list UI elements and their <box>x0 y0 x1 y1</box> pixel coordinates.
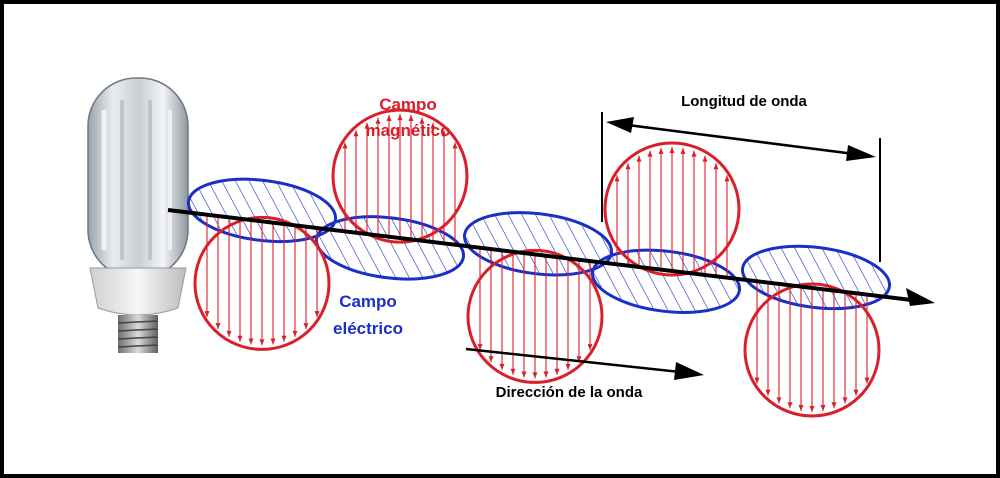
propagation-axis <box>167 208 929 304</box>
vector-arrowhead <box>353 130 359 137</box>
vector-arrowhead <box>647 150 653 157</box>
vector-arrowhead <box>314 311 320 318</box>
vector-arrowhead <box>658 147 664 154</box>
vector-arrowhead <box>691 150 697 157</box>
vector-arrowhead <box>430 122 436 129</box>
vector-arrowhead <box>452 142 458 149</box>
vector-arrowhead <box>259 339 265 346</box>
vector-arrowhead <box>510 368 516 375</box>
vector-arrowhead <box>625 163 631 170</box>
vector-arrowhead <box>375 117 381 124</box>
vector-arrowhead <box>499 363 505 370</box>
vector-arrowhead <box>702 155 708 162</box>
vector-arrowhead <box>842 397 848 404</box>
magnetic-lobe <box>603 141 741 278</box>
wavelength-label: Longitud de onda <box>681 93 807 110</box>
wavelength-indicator <box>601 112 881 262</box>
vector-arrowhead <box>724 175 730 182</box>
electric-field-label-1: Campo <box>339 292 397 311</box>
magnetic-field-label-2: magnético <box>365 121 450 140</box>
vector-arrowhead <box>776 397 782 404</box>
vector-arrowhead <box>488 356 494 363</box>
vector-arrowhead <box>680 147 686 154</box>
vector-arrowhead <box>386 114 392 121</box>
vector-arrowhead <box>614 175 620 182</box>
magnetic-lobe <box>743 281 881 418</box>
vector-arrowhead <box>521 371 527 378</box>
vector-arrowhead <box>809 405 815 412</box>
vector-arrowhead <box>636 155 642 162</box>
electric-field-wave <box>186 177 892 314</box>
vector-arrowhead <box>270 338 276 345</box>
vector-arrowhead <box>587 344 593 351</box>
vector-arrowhead <box>397 114 403 121</box>
vector-arrowhead <box>831 402 837 409</box>
vector-arrowhead <box>554 368 560 375</box>
vector-arrowhead <box>532 372 538 379</box>
axis-arrowhead <box>906 288 935 306</box>
vector-arrowhead <box>565 363 571 370</box>
magnetic-field-wave <box>193 108 881 418</box>
vector-arrowhead <box>864 377 870 384</box>
vector-arrowhead <box>408 114 414 121</box>
vector-arrowhead <box>669 147 675 154</box>
direction-label: Dirección de la onda <box>496 384 643 401</box>
vector-arrowhead <box>576 356 582 363</box>
direction-arrow <box>465 347 704 380</box>
magnetic-lobe <box>331 108 469 245</box>
vector-arrowhead <box>543 371 549 378</box>
vector-arrowhead <box>281 335 287 342</box>
magnetic-lobe <box>193 214 331 351</box>
vector-arrowhead <box>798 405 804 412</box>
electric-field-label-2: eléctrico <box>333 319 403 338</box>
vector-arrowhead <box>441 130 447 137</box>
vector-arrowhead <box>204 311 210 318</box>
vector-arrowhead <box>787 402 793 409</box>
vector-arrowhead <box>820 405 826 412</box>
vector-arrowhead <box>754 377 760 384</box>
magnetic-field-label-1: Campo <box>379 95 437 114</box>
vector-arrowhead <box>303 323 309 330</box>
vector-arrowhead <box>292 330 298 337</box>
vector-arrowhead <box>765 389 771 396</box>
vector-arrowhead <box>713 163 719 170</box>
vector-arrowhead <box>477 344 483 351</box>
vector-arrowhead <box>226 330 232 337</box>
vector-arrowhead <box>237 335 243 342</box>
vector-arrowhead <box>248 338 254 345</box>
vector-arrowhead <box>342 142 348 149</box>
vector-arrowhead <box>215 323 221 330</box>
vector-arrowhead <box>419 117 425 124</box>
vector-arrowhead <box>364 122 370 129</box>
vector-arrowhead <box>853 389 859 396</box>
light-bulb-icon <box>87 77 189 353</box>
